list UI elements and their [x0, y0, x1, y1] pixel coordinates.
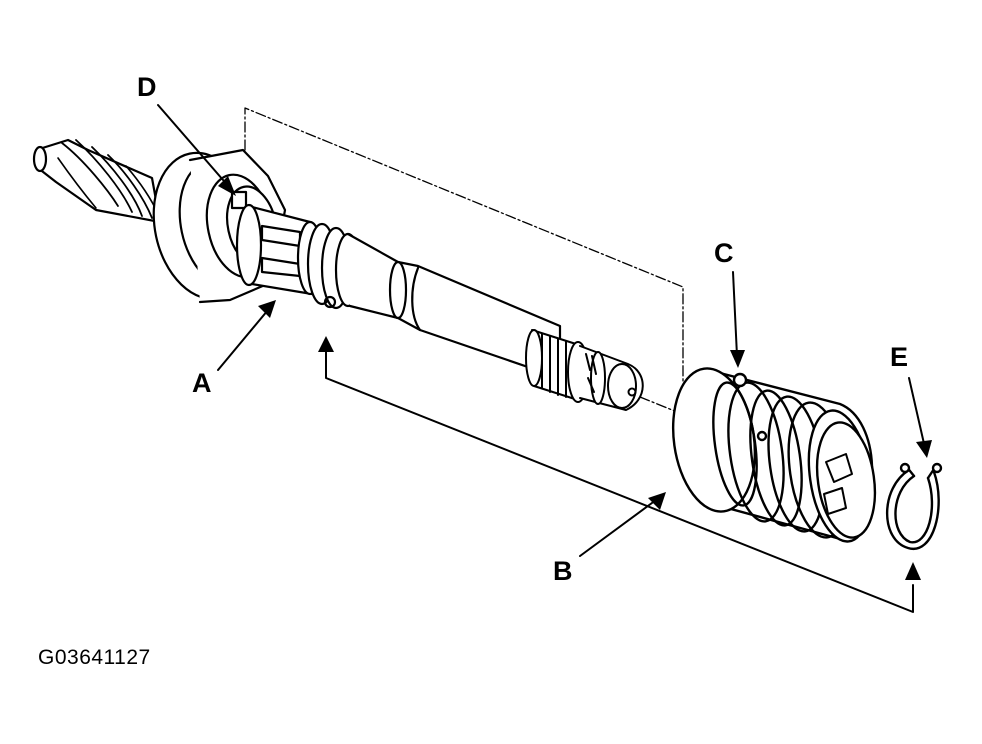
snap-ring: [886, 462, 943, 550]
shaft-tip-spline: [525, 329, 644, 411]
shaft-body: [346, 232, 562, 380]
callout-a-label: A: [192, 368, 212, 398]
leader-arrows: [157, 104, 926, 557]
leader-c: [732, 271, 738, 357]
leader-a: [217, 309, 269, 371]
callout-e-label: E: [890, 342, 909, 372]
leader-b: [579, 499, 657, 557]
bracket-line: [325, 344, 914, 613]
drive-gear: [32, 138, 162, 224]
leader-d: [157, 104, 231, 189]
arrowheads: [218, 176, 932, 580]
leader-e: [908, 377, 926, 449]
shaft-spline-section: [235, 203, 324, 296]
callout-b-label: B: [553, 556, 573, 586]
figure-id: G03641127: [38, 646, 151, 669]
callout-c-label: C: [714, 238, 734, 268]
callout-d-label: D: [137, 72, 157, 102]
sleeve-cylinder: [671, 367, 877, 543]
